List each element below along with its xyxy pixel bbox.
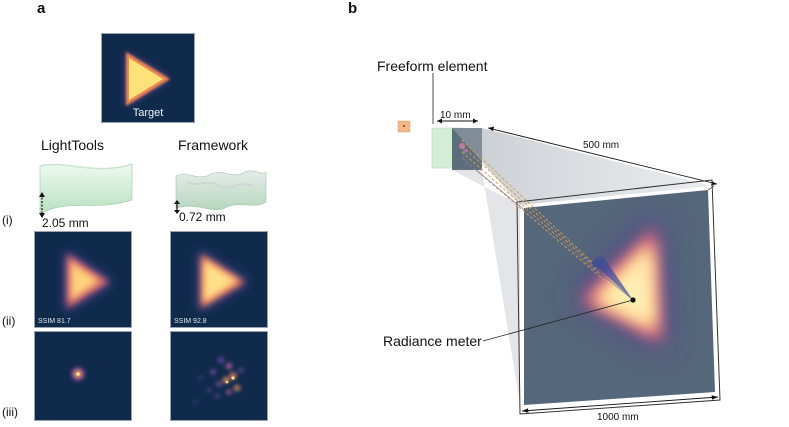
lighttools-ssim: SSIM 81.7: [38, 318, 71, 325]
arrow-500mm: [487, 127, 718, 185]
framework-height-value: 0.72 mm: [179, 210, 226, 224]
panel-a-letter: a: [37, 0, 46, 17]
target-image: Target: [101, 33, 195, 123]
framework-irradiance: SSIM 92.8: [170, 231, 268, 328]
dim-10mm: 10 mm: [440, 110, 471, 121]
lighttools-height-value: 2.05 mm: [42, 216, 89, 230]
lighttools-surface: [39, 163, 133, 215]
arrow-1000mm: [521, 396, 719, 412]
row-label-iii: (iii): [2, 405, 18, 419]
framework-height-arrow: [174, 200, 180, 214]
framework-radiance: [170, 331, 268, 421]
panel-b-letter: b: [348, 0, 358, 17]
lighttools-radiance: [34, 331, 132, 421]
radiance-meter-label: Radiance meter: [383, 333, 482, 349]
radiance-leader-line: [482, 299, 634, 342]
beam-upper: [452, 128, 712, 205]
target-label: Target: [132, 107, 164, 119]
lighttools-height-arrow: [39, 192, 45, 218]
meter-cone: [592, 258, 633, 300]
lighttools-irradiance: SSIM 81.7: [34, 231, 132, 328]
row-label-i: (i): [2, 213, 13, 227]
screen-frame: [516, 179, 721, 415]
lighttools-label: LightTools: [41, 137, 105, 153]
dim-500mm: 500 mm: [583, 140, 620, 151]
framework-ssim: SSIM 92.8: [174, 318, 207, 325]
dim-1000mm: 1000 mm: [597, 412, 639, 423]
framework-surface: [175, 170, 267, 210]
beam-lower: [452, 170, 520, 405]
freeform-element-label: Freeform element: [377, 58, 488, 74]
framework-label: Framework: [178, 137, 249, 153]
row-label-ii: (ii): [2, 314, 16, 328]
